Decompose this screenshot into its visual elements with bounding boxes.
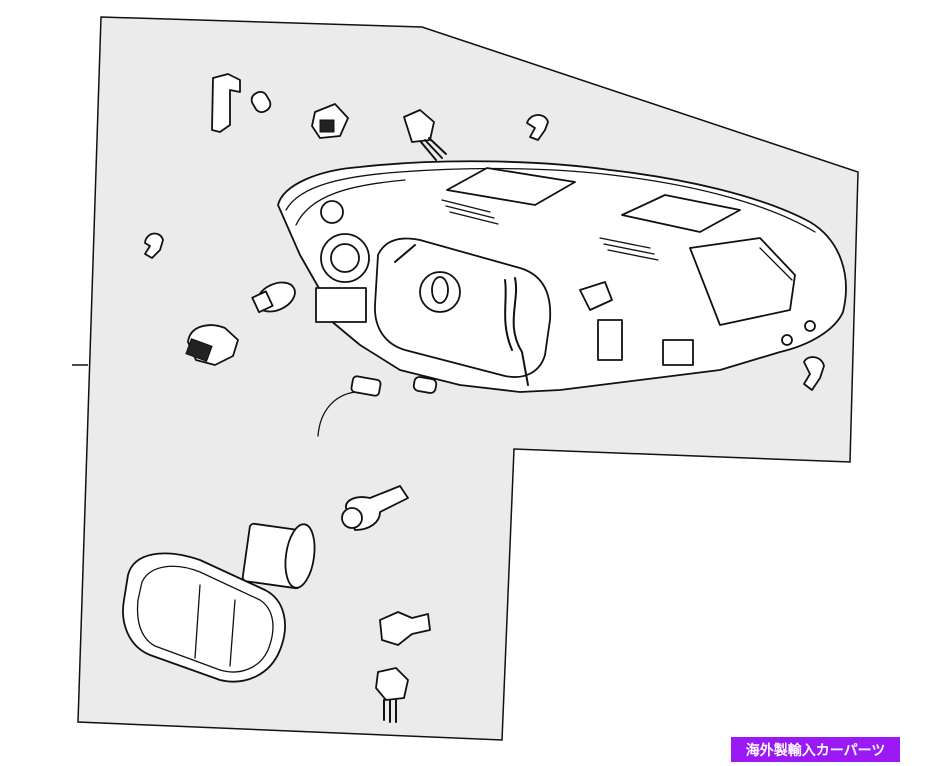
dust-cap (241, 522, 316, 590)
fog-lamp-lens (122, 552, 286, 683)
small-bulb (250, 91, 272, 113)
elbow-clip (526, 114, 549, 141)
connector-bulb (379, 611, 431, 646)
shop-badge: 海外製輸入カーパーツ (731, 737, 900, 762)
wire-bulb (317, 375, 382, 437)
wired-socket (403, 109, 447, 161)
indicator-bulb (251, 281, 296, 314)
wire-plug (375, 667, 409, 723)
bulb-socket (311, 103, 349, 139)
tiny-bulb (412, 376, 438, 394)
headlamp-bulb (341, 485, 409, 531)
twist-socket (185, 324, 239, 366)
elbow-clip (144, 232, 164, 259)
right-clip (803, 356, 825, 391)
connector-clip (211, 73, 241, 133)
headlamp-assembly (277, 160, 847, 393)
